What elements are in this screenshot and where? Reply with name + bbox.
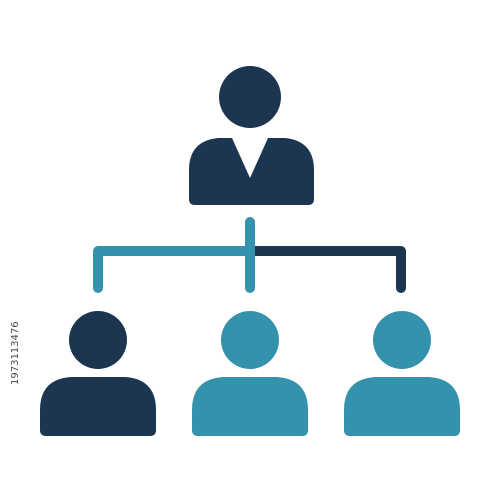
subordinate-middle-body [192, 377, 308, 436]
connector-left-branch [93, 246, 255, 293]
stock-image-id-text: 1973113476 [10, 321, 21, 385]
manager-head [219, 66, 281, 128]
hierarchy-connectors [93, 217, 406, 293]
subordinate-left-person-icon [40, 311, 156, 436]
subordinate-middle-person-icon [192, 311, 308, 436]
subordinate-right-head [373, 311, 431, 369]
subordinate-right-person-icon [344, 311, 460, 436]
subordinate-left-head [69, 311, 127, 369]
subordinate-left-body [40, 377, 156, 436]
connector-right-branch [245, 246, 406, 293]
manager-person-icon [189, 66, 314, 205]
subordinate-right-body [344, 377, 460, 436]
manager-collar [232, 138, 268, 178]
subordinate-middle-head [221, 311, 279, 369]
